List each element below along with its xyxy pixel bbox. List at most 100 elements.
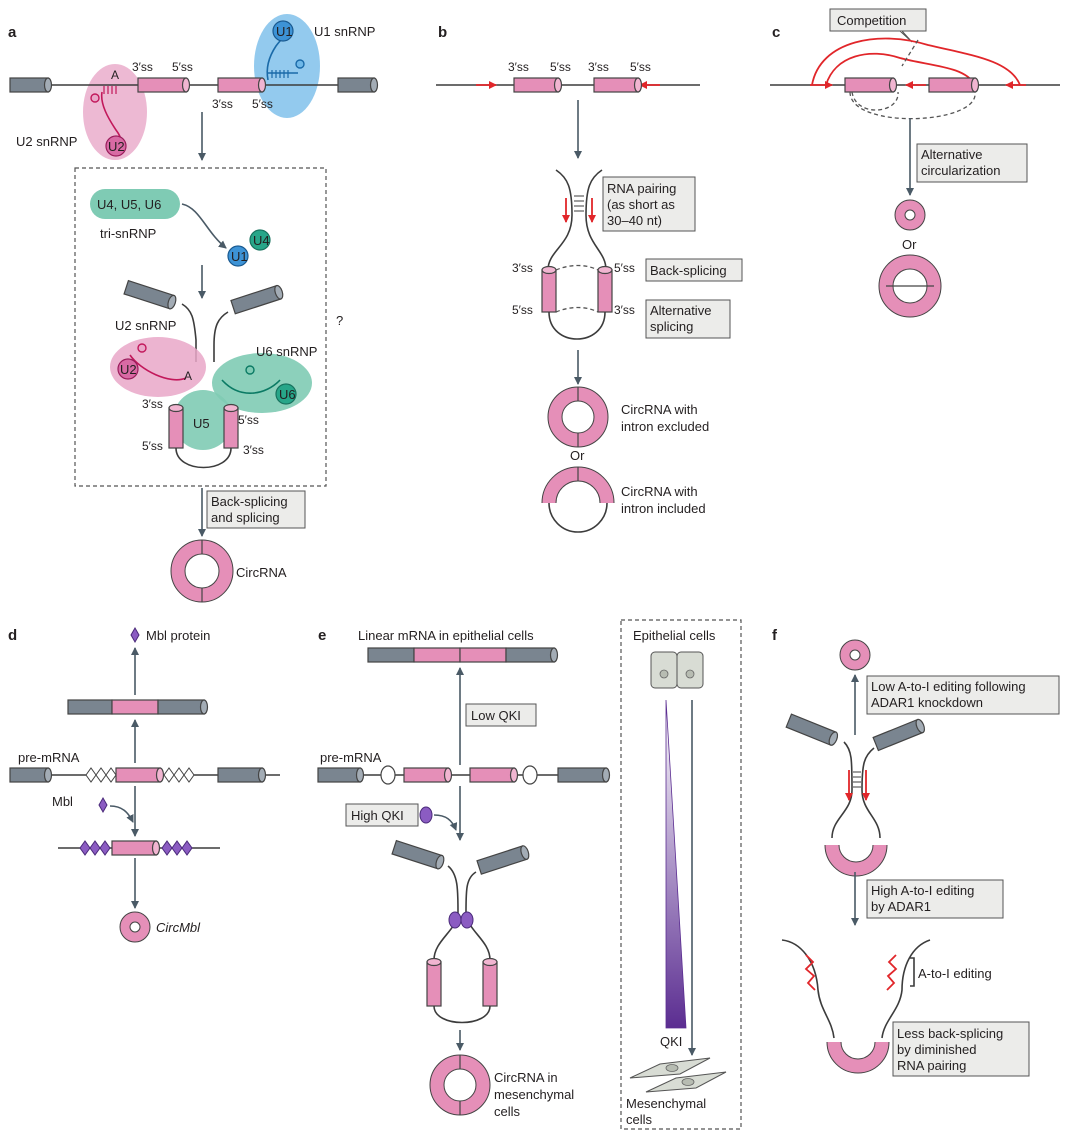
- intron-e-left: [433, 865, 459, 961]
- panel-e: e Linear mRNA in epithelial cells Low QK…: [317, 619, 742, 1130]
- qki-label: QKI: [660, 1034, 682, 1049]
- ss5-b1: 5′ss: [550, 60, 571, 74]
- back-splicing-tag-b: [645, 258, 743, 282]
- hairpin-b-right: [585, 169, 607, 271]
- circrna-ring-e: [429, 1054, 491, 1116]
- grey-exon-e-right: [557, 767, 611, 783]
- panel-d: d Mbl protein pre-mRNA: [8, 626, 280, 943]
- linear-mrna-label: Linear mRNA in epithelial cells: [358, 628, 534, 643]
- pink-exon-b2: [593, 77, 643, 93]
- mbl-protein-icon: [130, 626, 140, 644]
- ss3-a-inner-right: 3′ss: [243, 443, 264, 457]
- grey-exon-left: [9, 77, 53, 93]
- branch-a-label: A: [111, 68, 119, 82]
- edited-strand-left: [781, 939, 835, 1039]
- panel-c: c Competition Alternative circularizatio…: [770, 8, 1060, 318]
- ss5-label-bottom: 5′ss: [252, 97, 273, 111]
- ss3-a-inner-left: 3′ss: [142, 397, 163, 411]
- u1-label: U1: [276, 24, 293, 39]
- alt-splicing-tag-b: [645, 299, 731, 339]
- u2-snrnp-blob: [110, 337, 206, 397]
- u2-label: U2: [108, 139, 125, 154]
- mbl-label: Mbl: [52, 794, 73, 809]
- grey-exon-tilted-right: [230, 284, 284, 315]
- mrna-d: [67, 699, 209, 715]
- mbl-protein-label: Mbl protein: [146, 628, 210, 643]
- panel-a-letter: a: [8, 24, 17, 41]
- circrna-ring-b-excluded: [547, 386, 609, 448]
- u6-cap: [245, 365, 255, 375]
- competition-dash-arrow: [901, 39, 919, 67]
- pink-arc-f-bottom: [826, 1041, 890, 1074]
- released-u4-icon: [249, 229, 271, 251]
- tri-snrnp-shape: [90, 189, 180, 219]
- rna-pairing-line3: 30–40 nt): [607, 213, 662, 228]
- u1-snrnp-shape: [254, 14, 320, 118]
- mbl-sites-right: [163, 767, 195, 783]
- qki-dimer-left: [448, 911, 462, 929]
- mesenchymal-line2: cells: [626, 1112, 653, 1127]
- pink-exon-d: [115, 767, 165, 783]
- pink-exon-c2: [928, 77, 980, 93]
- qki-gradient-wedge: [665, 699, 687, 1029]
- alt-splicing-line1: Alternative: [650, 303, 711, 318]
- intron-loop-b: [548, 311, 606, 340]
- pink-exon-e-vert-left: [426, 957, 442, 1007]
- ss5-b-vert-left: 5′ss: [512, 303, 533, 317]
- pairing-ticks-f: [853, 771, 861, 788]
- u1-basepairs: [271, 70, 289, 78]
- included-line1: CircRNA with: [621, 484, 698, 499]
- released-u1-label: U1: [231, 249, 248, 264]
- released-u4-label: U4: [253, 233, 270, 248]
- mbl-bound-left: [79, 840, 111, 856]
- high-editing-tag: [866, 879, 1004, 919]
- low-editing-line2: ADAR1 knockdown: [871, 695, 983, 710]
- u2-protein-icon: [105, 135, 127, 157]
- circrna-small-f: [839, 639, 871, 671]
- high-qki-tag: [345, 803, 419, 827]
- pink-exon-b-vert-left: [541, 265, 557, 313]
- panel-b-letter: b: [438, 24, 447, 41]
- intron-loop-e: [433, 1005, 491, 1024]
- qki-bind-arrow: [433, 814, 458, 831]
- less-back-splicing-tag: [892, 1021, 1030, 1077]
- less-line2: by diminished: [897, 1042, 977, 1057]
- circrna-e-line2: mesenchymal: [494, 1087, 574, 1102]
- pairing-ticks-b: [574, 195, 584, 212]
- grey-exon-f-tilted-right: [872, 718, 926, 752]
- panel-b: b 3′ss 5′ss 3′ss 5′ss RNA pairing (as sh…: [436, 24, 743, 533]
- pink-exon-b-vert-right: [597, 265, 613, 313]
- pink-exon-vertical-right: [223, 403, 239, 449]
- excluded-line2: intron excluded: [621, 419, 709, 434]
- ss3-b2: 3′ss: [588, 60, 609, 74]
- alt-circ-line2: circularization: [921, 163, 1000, 178]
- mbl-sites-left: [85, 767, 117, 783]
- panel-d-letter: d: [8, 627, 17, 644]
- qki-site-right: [522, 765, 538, 785]
- u1-cap: [295, 59, 305, 69]
- u2-basepairs: [103, 86, 117, 94]
- back-splicing-line1: Back-splicing: [211, 494, 288, 509]
- ss3-label-top: 3′ss: [132, 60, 153, 74]
- circrna-e-line1: CircRNA in: [494, 1070, 558, 1085]
- intron-left: [181, 303, 197, 362]
- less-line1: Less back-splicing: [897, 1026, 1003, 1041]
- ss3-b1: 3′ss: [508, 60, 529, 74]
- alt-splice-dash-b: [555, 306, 599, 313]
- ss5-label-top: 5′ss: [172, 60, 193, 74]
- less-line3: RNA pairing: [897, 1058, 966, 1073]
- hairpin-f-left: [831, 741, 853, 839]
- competition-label: Competition: [837, 13, 906, 28]
- grey-exon-d-left: [9, 767, 53, 783]
- rna-pairing-line1: RNA pairing: [607, 181, 676, 196]
- high-editing-line1: High A-to-I editing: [871, 883, 974, 898]
- or-label-c: Or: [902, 237, 917, 252]
- back-splicing-line2: and splicing: [211, 510, 280, 525]
- back-splice-dash-b: [555, 264, 599, 271]
- circrna-e-line3: cells: [494, 1104, 521, 1119]
- u5-label: U5: [193, 416, 210, 431]
- pink-exon-b1: [513, 77, 563, 93]
- pink-exon-e2: [469, 767, 519, 783]
- edited-strand-right: [881, 939, 931, 1039]
